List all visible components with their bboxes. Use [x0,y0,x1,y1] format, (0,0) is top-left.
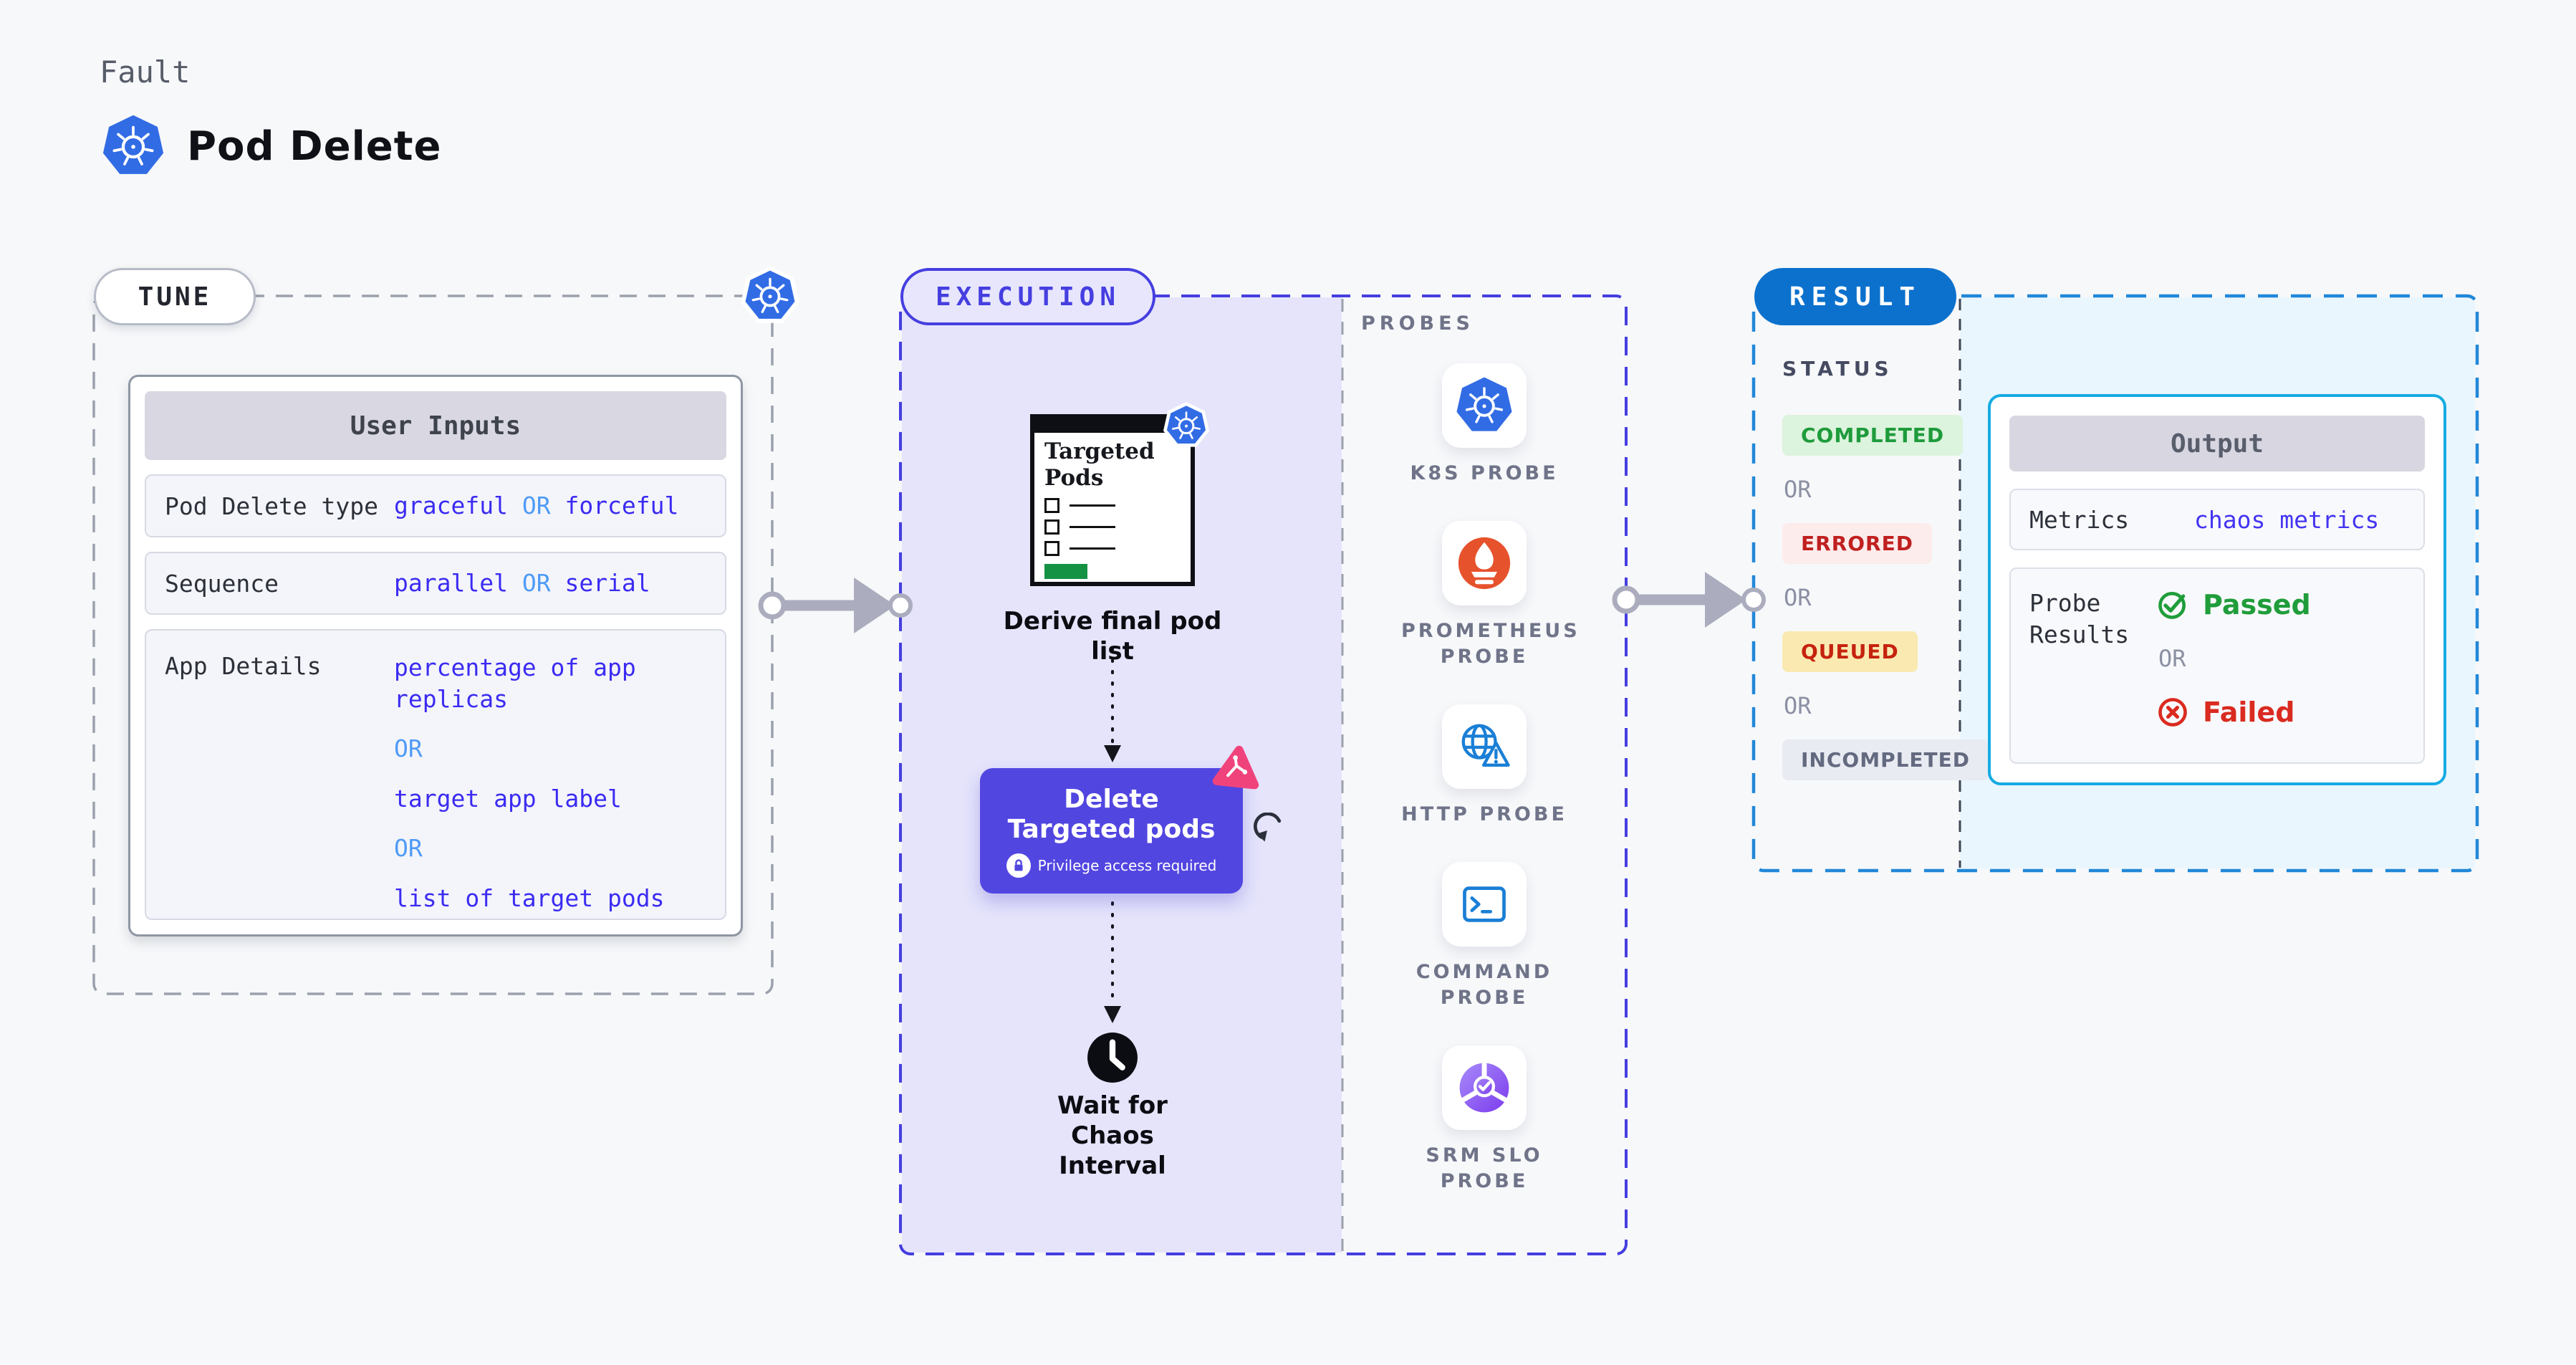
input-value: graceful OR forceful [394,492,679,520]
execution-section-pill[interactable]: EXECUTION [900,268,1155,325]
or-separator: OR [394,734,423,763]
checkbox-icon [1044,519,1059,535]
or-separator: OR [394,834,423,863]
output-panel: Output Metrics chaos metrics Probe Resul… [1988,394,2446,785]
input-row-pod-delete-type: Pod Delete type graceful OR forceful [145,474,726,537]
card-titlebar [1034,418,1191,433]
input-label: Pod Delete type [165,492,379,520]
input-row-app-details: App Details percentage of app replicas O… [145,629,726,920]
failed-result: Failed [2156,695,2311,729]
wait-step-caption: Wait for Chaos Interval [1057,1091,1168,1180]
pod-list-row [1044,498,1181,513]
status-badge-incompleted: INCOMPLETED [1782,739,1989,780]
checkbox-icon [1044,498,1059,513]
probe-label: HTTP PROBE [1401,803,1567,825]
k8s-probe-icon [1442,363,1527,448]
probe-item-srm-slo: SRM SLO PROBE [1401,1045,1567,1194]
status-badge-queued: QUEUED [1782,631,1918,672]
or-separator: OR [1784,692,1812,719]
status-title: STATUS [1782,357,1893,380]
page-title-row: Pod Delete [100,112,442,181]
tune-section-pill[interactable]: TUNE [94,268,256,325]
arrow-execution-to-result [1612,572,1766,628]
metrics-label: Metrics [2029,505,2130,534]
kubernetes-badge-icon [740,266,800,327]
wait-clock-icon [1085,1030,1140,1085]
probe-item-http: HTTP PROBE [1401,704,1567,828]
or-separator: OR [522,492,551,520]
metrics-value: chaos metrics [2194,505,2380,534]
derive-step-caption: Derive final pod list [1003,607,1222,666]
user-inputs-title: User Inputs [145,391,726,460]
output-row-metrics: Metrics chaos metrics [2009,489,2425,550]
probe-item-command: COMMAND PROBE [1401,862,1567,1011]
privilege-note: Privilege access required [1006,853,1216,878]
probe-label: COMMAND PROBE [1416,961,1553,1009]
or-separator: OR [1784,584,1812,611]
probe-label: K8S PROBE [1410,462,1559,484]
delete-targeted-pods-button[interactable]: Delete Targeted pods Privilege access re… [980,768,1243,894]
chaos-fault-icon [1211,743,1264,795]
probe-label: SRM SLO PROBE [1426,1144,1543,1192]
input-value: percentage of app replicas OR target app… [394,652,706,914]
input-label: App Details [165,652,322,680]
result-dashed-box [1751,294,2479,873]
probe-item-prometheus: PROMETHEUS PROBE [1401,521,1580,670]
output-title: Output [2009,416,2425,471]
retry-loop-icon [1254,813,1292,851]
input-row-sequence: Sequence parallel OR serial [145,552,726,615]
input-value: parallel OR serial [394,569,650,598]
or-separator: OR [1784,476,1812,503]
kubernetes-badge-icon [1163,402,1210,451]
probe-results-label: Probe Results [2029,589,2130,648]
flow-connector-derive-to-delete [1104,647,1121,762]
page-title: Pod Delete [187,123,442,170]
flow-connector-delete-to-wait [1104,901,1121,1023]
pod-list-row [1044,541,1181,556]
probes-title: PROBES [1361,312,1475,335]
x-circle-icon [2158,698,2187,727]
fault-kicker: Fault [100,54,191,90]
http-probe-icon [1441,704,1527,789]
or-separator: OR [522,569,551,598]
checkbox-icon [1044,541,1059,556]
command-probe-icon [1442,862,1527,947]
arrow-tune-to-execution [758,578,913,633]
probe-results-values: Passed OR Failed [2156,588,2311,729]
execution-dashed-box [899,294,1628,1255]
passed-result: Passed [2156,588,2311,622]
kubernetes-icon [100,112,167,181]
probe-label: PROMETHEUS PROBE [1401,620,1580,668]
output-row-probe-results: Probe Results Passed OR Faile [2009,567,2425,764]
or-separator: OR [2158,645,2186,672]
pod-list-row [1044,519,1181,535]
delete-button-label: Delete Targeted pods [1007,784,1216,844]
tune-dashed-box [92,294,774,995]
input-label: Sequence [165,569,279,598]
result-section-pill[interactable]: RESULT [1754,268,1956,325]
status-badge-completed: COMPLETED [1782,415,1964,456]
user-inputs-panel: User Inputs Pod Delete type graceful OR … [128,375,743,937]
green-action-bar [1044,564,1087,579]
prometheus-probe-icon [1442,521,1527,605]
check-circle-icon [2158,592,2186,619]
lock-icon [1006,853,1031,878]
targeted-pods-card: Targeted Pods [1030,414,1195,586]
status-badge-errored: ERRORED [1782,523,1932,564]
srm-slo-probe-icon [1442,1045,1527,1130]
targeted-pods-title: Targeted Pods [1044,439,1155,491]
probe-item-k8s: K8S PROBE [1410,363,1558,487]
probes-column: PROBES K8S PROBE [1342,312,1626,1229]
status-column: STATUS COMPLETED OR ERRORED OR QUEUED OR… [1782,357,1989,780]
